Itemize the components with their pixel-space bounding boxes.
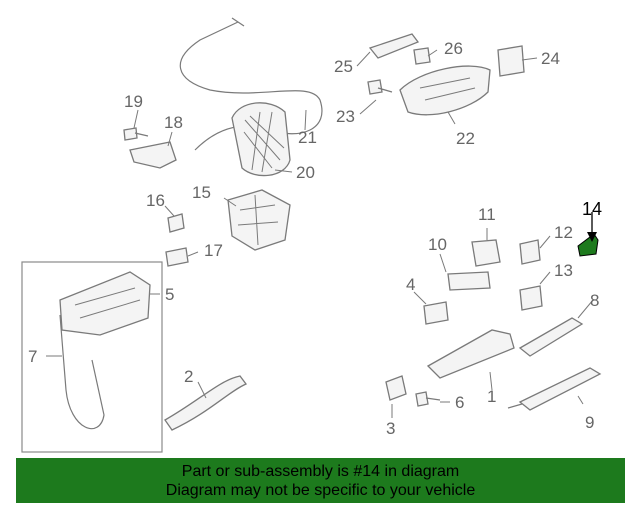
info-banner: Part or sub-assembly is #14 in diagram D…	[16, 458, 625, 503]
callout-1: 1	[487, 387, 496, 406]
part-4	[423, 301, 449, 325]
callout-21: 21	[298, 128, 317, 147]
part-13	[519, 285, 543, 311]
part-22-detail	[419, 77, 476, 101]
part-19	[123, 127, 149, 141]
callout-13: 13	[554, 261, 573, 280]
callout-23: 23	[336, 107, 355, 126]
part-3	[385, 375, 407, 401]
part-9-cable	[507, 403, 523, 409]
callout-17: 17	[204, 241, 223, 260]
callout-2: 2	[184, 367, 193, 386]
part-18	[129, 141, 177, 169]
part-14-highlighted	[577, 233, 599, 257]
part-15	[227, 189, 291, 251]
arrow-14-head	[587, 232, 597, 242]
callout-8: 8	[590, 291, 599, 310]
part-17	[165, 247, 189, 267]
part-9	[518, 367, 602, 411]
part-5-detail	[74, 287, 141, 319]
callout-22: 22	[456, 129, 475, 148]
callout-12: 12	[554, 223, 573, 242]
callout-4: 4	[406, 275, 415, 294]
callout-11: 11	[478, 205, 496, 224]
part-25	[368, 33, 420, 59]
cable-21-end	[231, 17, 245, 27]
part-2	[164, 375, 248, 431]
part-20-grid	[243, 111, 285, 173]
part-5	[59, 271, 151, 336]
callout-19: 19	[124, 92, 143, 111]
part-6	[415, 391, 441, 407]
part-8	[518, 317, 584, 357]
callout-5: 5	[165, 285, 174, 304]
inset-frame	[21, 261, 163, 453]
callout-3: 3	[386, 419, 395, 438]
callout-6: 6	[455, 393, 464, 412]
part-15-detail	[237, 194, 279, 246]
callout-20: 20	[296, 163, 315, 182]
callout-10: 10	[428, 235, 447, 254]
callout-26: 26	[444, 39, 463, 58]
callout-25: 25	[334, 57, 353, 76]
part-11	[471, 239, 501, 267]
banner-line-1: Part or sub-assembly is #14 in diagram	[181, 463, 460, 480]
part-16	[167, 213, 185, 233]
callout-14: 14	[582, 199, 602, 219]
part-26	[413, 47, 431, 65]
part-1	[426, 329, 515, 379]
part-20	[231, 102, 291, 177]
part-22	[399, 65, 491, 116]
callout-7: 7	[28, 347, 37, 366]
callout-18: 18	[164, 113, 183, 132]
leader-lines	[46, 49, 594, 418]
part-12	[519, 239, 541, 265]
callout-16: 16	[146, 191, 165, 210]
parts-diagram: 19 18 16 15 17 20 21 23 22 25 26 24 5 7 …	[21, 17, 602, 453]
part-24	[497, 45, 525, 77]
part-23	[367, 79, 393, 95]
callout-24: 24	[541, 49, 560, 68]
part-10	[447, 271, 491, 291]
banner-line-2: Diagram may not be specific to your vehi…	[165, 482, 476, 499]
part-7-cable	[59, 314, 105, 430]
callout-9: 9	[585, 413, 594, 432]
callout-15: 15	[192, 183, 211, 202]
